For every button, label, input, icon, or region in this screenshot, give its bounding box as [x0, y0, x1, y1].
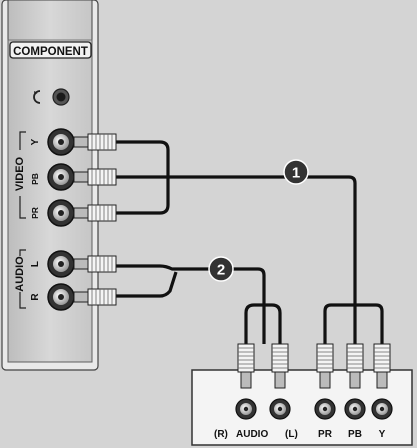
device-jack-audio-left — [269, 398, 291, 420]
component-title: COMPONENT — [13, 46, 88, 58]
audio-cable-2 — [115, 264, 282, 344]
video-group-label: VIDEO — [14, 156, 26, 191]
device-label-y: Y — [379, 429, 386, 440]
tv-plugs — [73, 133, 117, 306]
rca-plug-icon — [373, 343, 391, 389]
tv-jack-audio-left — [47, 250, 75, 278]
rca-plug-icon — [237, 343, 255, 389]
device-jack-pb — [344, 398, 366, 420]
device-label-audio-right: (R) — [214, 429, 228, 440]
component-title-box: COMPONENT — [9, 41, 92, 59]
rca-plug-icon — [73, 168, 117, 186]
device-label-pb: PB — [348, 429, 362, 440]
audio-group-bracket: AUDIO — [14, 249, 26, 309]
tv-jack-pr — [47, 199, 75, 227]
rca-plug-icon — [73, 204, 117, 222]
tv-jack-pb — [47, 163, 75, 191]
av-mode-icon — [33, 88, 70, 106]
jack-label-pr: PR — [30, 207, 40, 219]
jack-label-y: Y — [30, 138, 41, 145]
rca-plug-icon — [73, 133, 117, 151]
tv-jack-audio-right — [47, 283, 75, 311]
audio-group-label: AUDIO — [14, 256, 26, 292]
rca-plug-icon — [346, 343, 364, 389]
jack-label-audio-left: L — [30, 261, 41, 267]
callout-1: 1 — [283, 159, 309, 185]
rca-plug-icon — [271, 343, 289, 389]
device-jack-y — [371, 398, 393, 420]
video-group-bracket: VIDEO — [14, 131, 26, 219]
device-jack-audio-right — [235, 398, 257, 420]
callout-2-number: 2 — [217, 262, 225, 279]
rca-plug-icon — [316, 343, 334, 389]
jack-label-audio-right: R — [30, 293, 41, 301]
tv-jack-y — [47, 128, 75, 156]
device-plugs — [237, 343, 391, 389]
rca-plug-icon — [73, 255, 117, 273]
jack-label-pb: PB — [30, 173, 40, 185]
device-label-audio-left: (L) — [285, 429, 298, 440]
device-label-audio: AUDIO — [236, 429, 268, 440]
video-cable-1 — [115, 140, 384, 344]
device-jack-pr — [314, 398, 336, 420]
callout-1-number: 1 — [292, 165, 300, 182]
device-label-pr: PR — [318, 429, 333, 440]
rca-plug-icon — [73, 288, 117, 306]
callout-2: 2 — [208, 256, 234, 282]
